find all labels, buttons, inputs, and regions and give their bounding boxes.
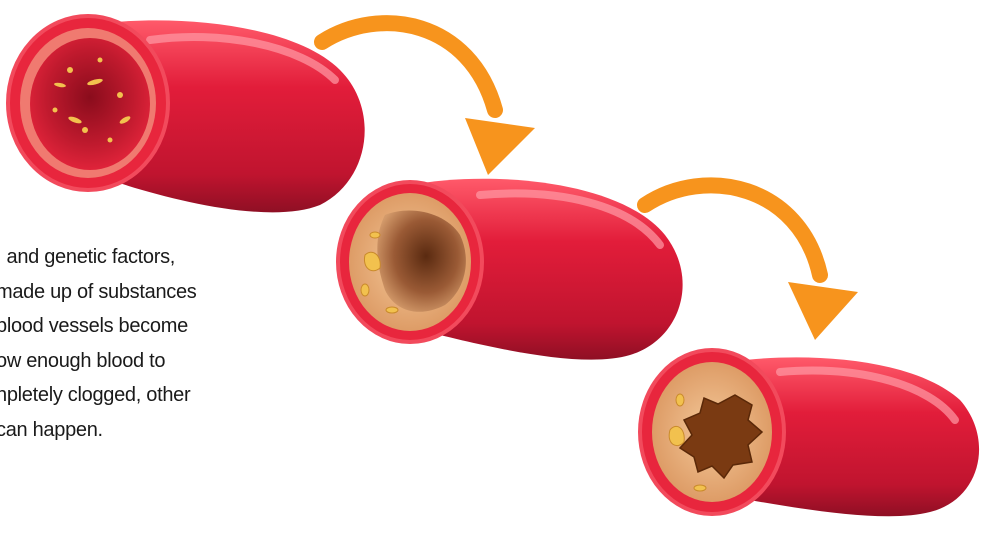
severely-narrowed-artery [640,350,979,516]
body-text-line: npletely clogged, other [0,378,296,413]
healthy-artery [8,16,365,212]
body-text-line: made up of substances [0,275,296,310]
body-text-line: ow enough blood to [0,344,296,379]
body-text-line: , and genetic factors, [0,240,296,275]
body-text-line: can happen. [0,413,296,448]
partially-narrowed-artery [338,179,683,360]
body-text-line: blood vessels become [0,309,296,344]
body-text: , and genetic factors, made up of substa… [0,240,296,448]
